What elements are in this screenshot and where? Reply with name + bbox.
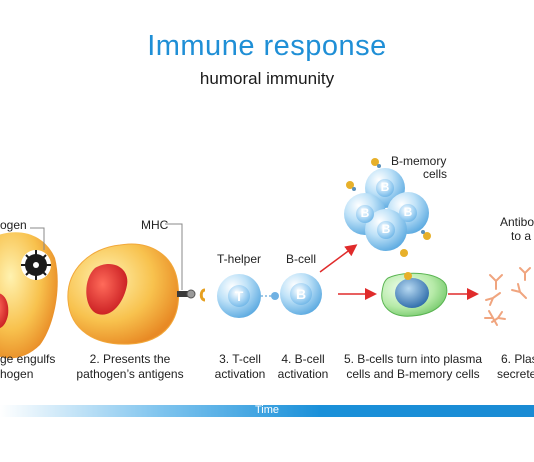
- memory-cell-letter-4: B: [381, 222, 391, 236]
- step-2-line2: pathogen’s antigens: [76, 367, 184, 381]
- step-4-line1: 4. B-cell: [281, 352, 325, 366]
- antibodies-label-line2: to a: [511, 229, 532, 243]
- b-cell-letter: B: [295, 286, 307, 302]
- step-2-caption: 2. Presents the pathogen’s antigens: [70, 352, 190, 382]
- mhc-label: MHC: [141, 218, 169, 232]
- memory-cell-letter-1: B: [380, 180, 390, 194]
- antibodies-label-line1: Antibo: [500, 215, 534, 229]
- step-3-line2: activation: [214, 367, 266, 381]
- macrophage-cell-1: [0, 232, 58, 359]
- step-6-line2: secrete: [497, 367, 534, 381]
- step-3-caption: 3. T-cell activation: [208, 352, 272, 382]
- pathogen-label: ogen: [0, 218, 27, 232]
- time-axis-bar: [0, 405, 534, 417]
- pathogen-leader-line: [30, 227, 45, 250]
- b-memory-label-line2: cells: [423, 167, 448, 181]
- time-axis-label: Time: [254, 404, 280, 416]
- diagram-subtitle: humoral immunity: [199, 69, 335, 88]
- t-helper-label: T-helper: [216, 252, 262, 266]
- t-b-receptor: [271, 292, 279, 300]
- t-cell-letter: T: [234, 288, 244, 304]
- pathogen-virus: [21, 250, 51, 280]
- step-1-caption: ge engulfs hogen: [0, 352, 55, 382]
- step-5-caption: 5. B-cells turn into plasma cells and B-…: [340, 352, 486, 382]
- memory-cell-letter-3: B: [403, 205, 413, 219]
- step-3-line1: 3. T-cell: [219, 352, 261, 366]
- b-memory-cell-cluster: [344, 158, 431, 257]
- step-1-line1: ge engulfs: [0, 352, 56, 366]
- t-helper-cell: [199, 274, 261, 318]
- antibodies: [484, 267, 531, 326]
- memory-cell-letter-2: B: [360, 206, 370, 220]
- step-5-line2: cells and B-memory cells: [346, 367, 480, 381]
- plasma-cell: [381, 272, 448, 317]
- mhc-leader-line: [165, 223, 183, 290]
- step-4-caption: 4. B-cell activation: [271, 352, 335, 382]
- b-cell: [280, 273, 322, 315]
- mhc-antigen-complex: [177, 289, 196, 299]
- step-5-line1: 5. B-cells turn into plasma: [343, 352, 483, 366]
- step-1-line2: hogen: [0, 367, 34, 381]
- step-2-line1: 2. Presents the: [89, 352, 171, 366]
- macrophage-cell-2: [67, 243, 180, 345]
- b-memory-label-line1: B-memory: [391, 154, 447, 168]
- b-cell-label: B-cell: [285, 252, 316, 266]
- arrow-to-memory-cells: [319, 244, 358, 273]
- step-4-line2: activation: [277, 367, 329, 381]
- diagram-title: Immune response: [147, 30, 387, 62]
